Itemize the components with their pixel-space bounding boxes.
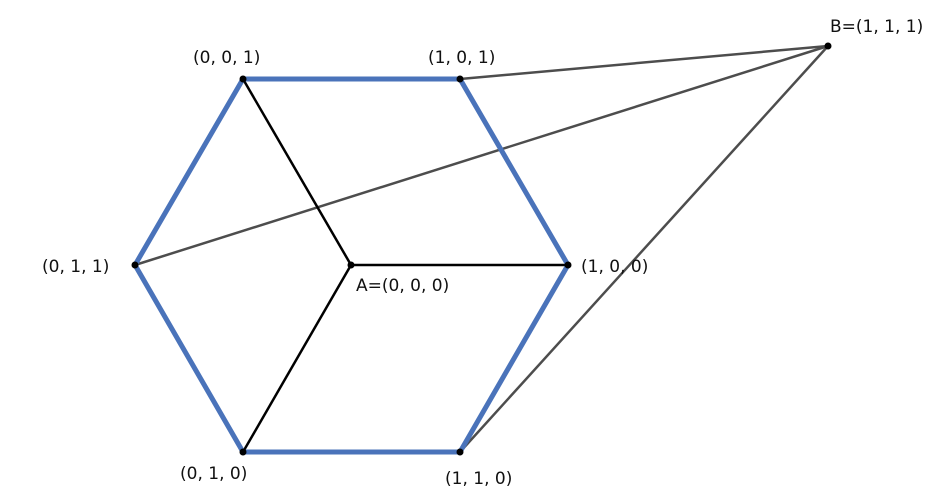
label-001: (0, 0, 1) <box>193 48 260 68</box>
label-100: (1, 0, 0) <box>581 257 648 277</box>
vertex-points <box>131 42 832 456</box>
edge-A-to-001 <box>241 78 353 266</box>
edge-B-to-011 <box>134 44 829 267</box>
edge-B-to-101 <box>459 44 829 81</box>
point-001 <box>239 75 247 83</box>
point-110 <box>456 448 464 456</box>
point-101 <box>456 75 464 83</box>
apex-edges <box>134 44 829 453</box>
edge-B-to-110 <box>459 45 829 453</box>
label-101: (1, 0, 1) <box>428 48 495 68</box>
label-011: (0, 1, 1) <box>42 257 109 277</box>
vertex-labels: (0, 0, 1) (1, 0, 1) (0, 1, 1) (1, 0, 0) … <box>42 17 923 489</box>
label-B: B=(1, 1, 1) <box>830 17 923 37</box>
edge-A-to-010 <box>241 264 353 453</box>
point-010 <box>239 448 247 456</box>
inner-edges <box>241 78 568 453</box>
label-110: (1, 1, 0) <box>445 469 512 489</box>
point-100 <box>564 261 572 269</box>
point-A <box>347 261 355 269</box>
point-011 <box>131 261 139 269</box>
label-A: A=(0, 0, 0) <box>356 276 449 296</box>
point-B <box>824 42 832 50</box>
label-010: (0, 1, 0) <box>180 464 247 484</box>
